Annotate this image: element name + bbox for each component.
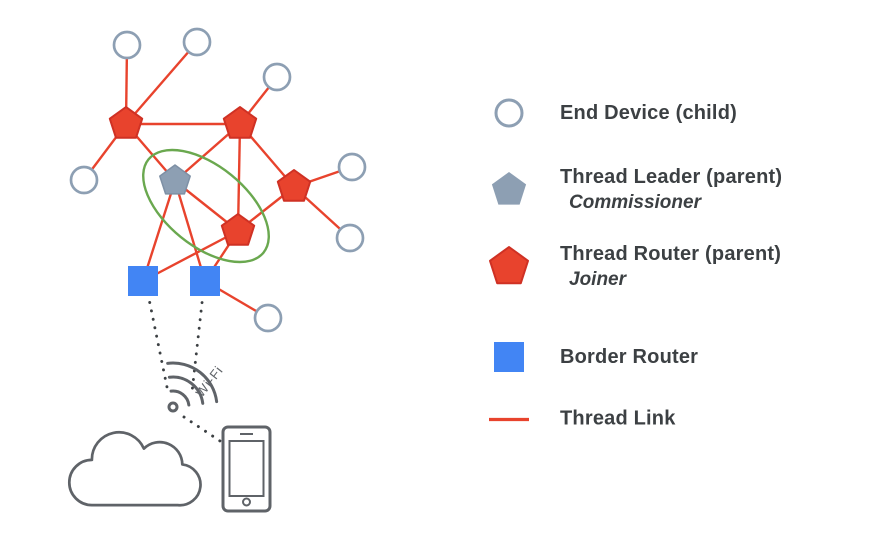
wifi-hub-dot [167,401,179,413]
thread-leader-node [159,164,191,195]
end-device-icon [487,96,531,130]
end-device-node [253,303,283,333]
thread-link-line [125,41,198,125]
legend-label: End Device (child) [560,101,737,124]
legend-item-end-device: End Device (child) [470,96,737,130]
legend-sublabel: Commissioner [569,192,701,213]
end-device-node [112,30,142,60]
thread-router-node [222,106,258,139]
commissioner-joiner-highlight [142,148,270,264]
end-device-node [182,27,212,57]
cloud-icon [67,431,202,507]
nodes-group [69,27,367,333]
thread-link-line [173,180,207,282]
legend-item-thread-leader: Thread Leader (parent) Commissioner [470,166,782,214]
legend-sublabel: Joiner [569,269,627,290]
border-router-node [128,266,158,296]
border-router-icon [487,339,531,375]
wifi-dotted-link [146,292,170,394]
legend-label: Thread Link [560,407,676,430]
smartphone-icon [221,425,272,513]
end-device-node [69,165,99,195]
legend-item-thread-router: Thread Router (parent) Joiner [470,243,781,291]
legend-label: Thread Router (parent) [560,243,782,265]
wifi-dotted-link [182,415,225,445]
wifi-dotted-link [190,292,205,394]
end-device-node [337,152,367,182]
wifi-label: Wi-Fi [193,363,227,400]
legend: End Device (child) Thread Leader (parent… [470,0,869,536]
border-router-node [190,266,220,296]
end-device-node [335,223,365,253]
phone-home-button [242,497,251,507]
highlight-group [142,148,270,264]
thread-router-node [276,169,312,202]
end-device-node [262,62,292,92]
legend-item-thread-link: Thread Link [470,408,676,431]
thread-router-node [108,106,144,139]
thread-link-line [141,180,177,282]
thread-router-node [220,213,256,246]
thread-router-icon [487,243,531,291]
legend-label: Border Router [560,345,699,368]
thread-leader-icon [487,167,531,213]
wifi-icon: Wi-Fi [166,361,227,413]
network-topology-svg: Wi-Fi [67,27,367,513]
legend-label: Thread Leader (parent) [560,166,783,188]
thread-link-line [142,229,239,283]
legend-item-border-router: Border Router [470,339,698,375]
thread-link-icon [487,414,531,424]
dotted-links-group [146,292,225,445]
